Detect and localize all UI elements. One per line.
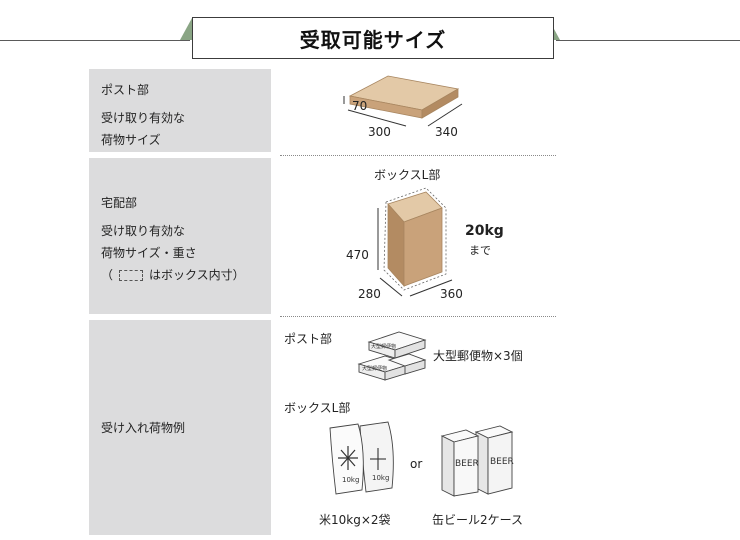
post-dim-width: 300 — [368, 125, 391, 139]
rice-bags-illustration: 10kg 10kg — [329, 421, 394, 495]
label-delivery-title: 宅配部 — [101, 196, 138, 210]
page-title: 受取可能サイズ — [192, 17, 554, 59]
post-box-illustration — [343, 75, 463, 127]
label-delivery-line2: 荷物サイズ・重さ — [101, 246, 197, 260]
examples-beer-caption: 缶ビール2ケース — [432, 513, 524, 527]
delivery-weight-suffix: まで — [469, 244, 491, 257]
post-dim-height: 70 — [352, 99, 368, 113]
rice-bag-weight: 10kg — [342, 476, 359, 484]
label-examples-title: 受け入れ荷物例 — [101, 420, 186, 435]
label-post-line1: 受け取り有効な — [101, 111, 186, 125]
examples-or: or — [410, 457, 423, 471]
dashed-box-icon — [119, 270, 144, 281]
examples-post-item-text: 大型郵便物×3個 — [433, 349, 523, 363]
label-delivery-line1: 受け取り有効な — [101, 224, 186, 238]
divider-1 — [280, 155, 556, 156]
label-post-title: ポスト部 — [101, 83, 150, 97]
delivery-dim-width: 280 — [358, 287, 381, 301]
rice-snowflake-icon — [338, 446, 358, 470]
beer-label: BEER — [455, 459, 479, 469]
divider-2 — [280, 316, 556, 317]
rice-bag-weight-alt: 10kg — [372, 474, 389, 482]
mail-stamp-bottom: 大型郵便物 — [362, 365, 387, 372]
label-cell-post: ポスト部 受け取り有効な 荷物サイズ — [89, 69, 271, 152]
delivery-dim-height: 470 — [346, 248, 369, 262]
delivery-box-title: ボックスL部 — [374, 168, 441, 182]
examples-post-title: ポスト部 — [284, 332, 333, 346]
beer-label-alt: BEER — [490, 457, 514, 467]
examples-box-title: ボックスL部 — [284, 401, 351, 415]
mail-stack-illustration: 大型郵便物 大型郵便物 — [357, 331, 427, 381]
post-dim-depth: 340 — [435, 125, 458, 139]
mail-stamp-top: 大型郵便物 — [371, 343, 396, 350]
header-rule-left — [0, 40, 190, 41]
label-delivery-note: （はボックス内寸） — [101, 268, 245, 282]
label-cell-examples: 受け入れ荷物例 — [89, 320, 271, 535]
examples-rice-caption: 米10kg×2袋 — [319, 513, 391, 527]
delivery-dim-depth: 360 — [440, 287, 463, 301]
header-wing-left — [180, 18, 192, 40]
delivery-box-illustration — [377, 187, 453, 297]
label-cell-delivery: 宅配部 受け取り有効な 荷物サイズ・重さ （はボックス内寸） — [89, 158, 271, 314]
beer-cases-illustration: BEER BEER — [440, 425, 514, 497]
delivery-weight: 20kg — [465, 223, 504, 239]
header-rule-right — [556, 40, 740, 41]
label-post-line2: 荷物サイズ — [101, 133, 161, 147]
